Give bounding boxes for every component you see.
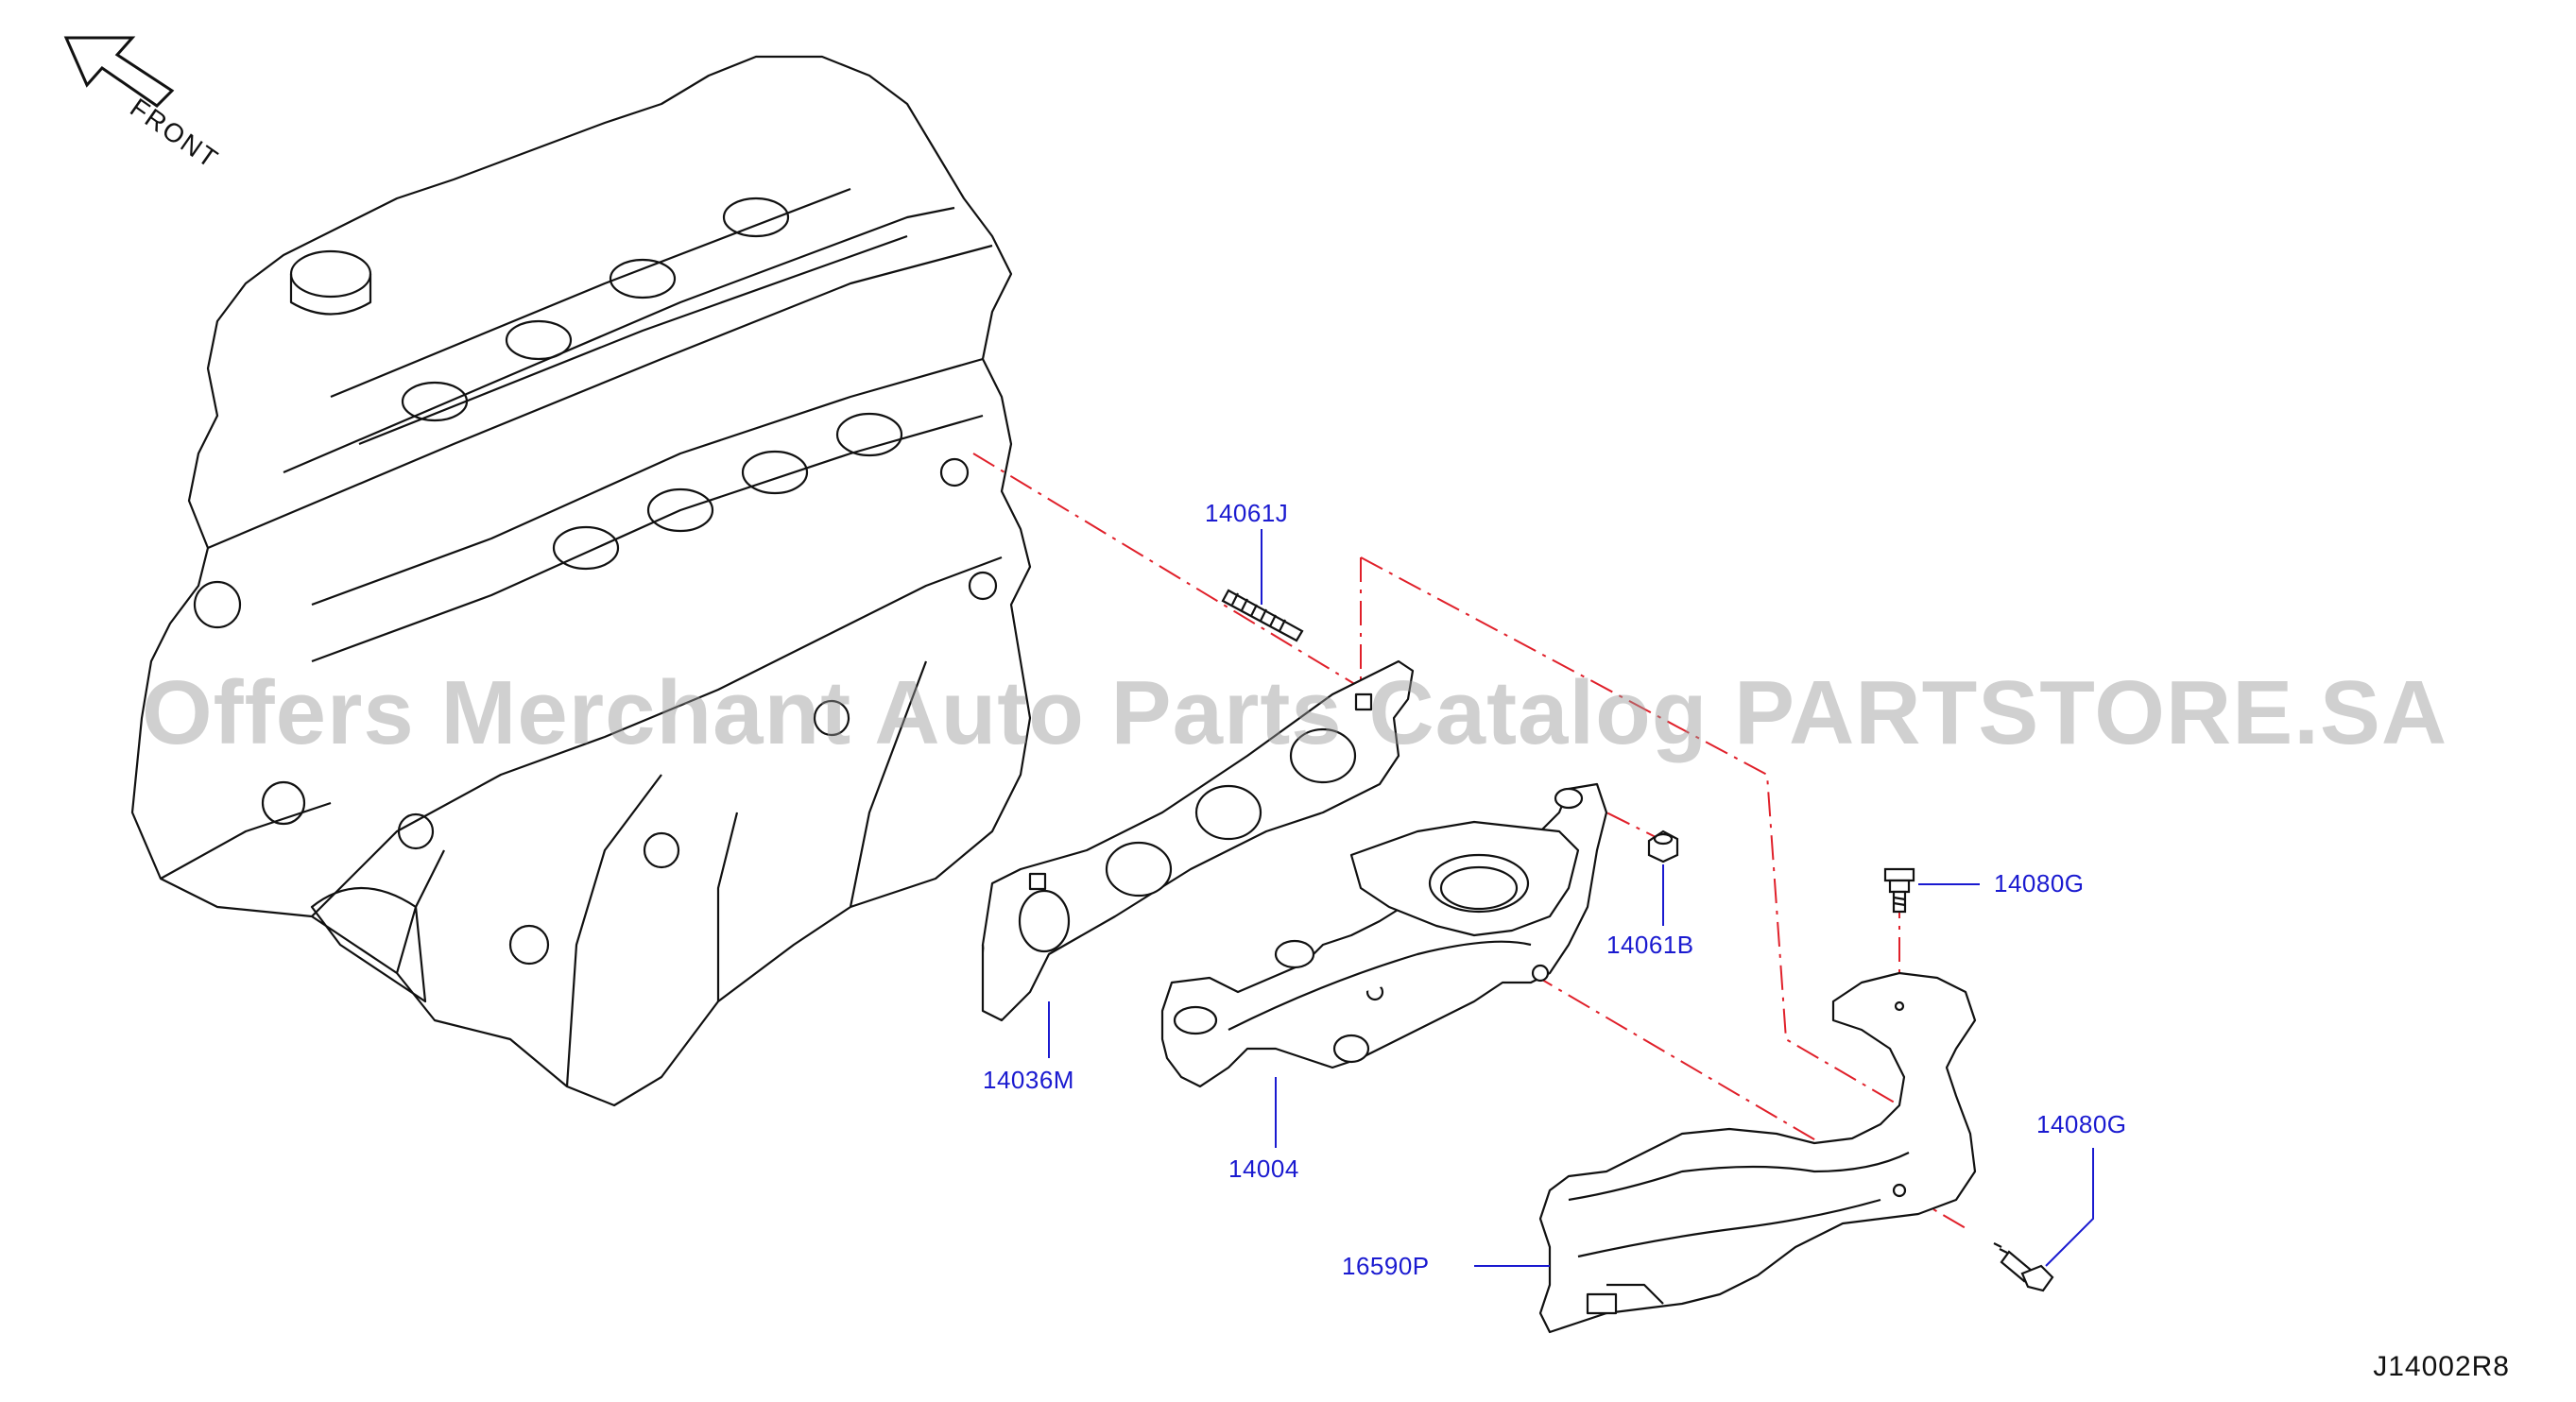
front-arrow-icon xyxy=(63,36,175,108)
leader-lines xyxy=(1048,529,2094,1267)
engine-block xyxy=(130,55,1032,1107)
diagram-code: J14002R8 xyxy=(2373,1351,2510,1382)
part-label-14080g-upper[interactable]: 14080G xyxy=(1994,869,2085,898)
stud-14061j[interactable] xyxy=(1221,589,1304,642)
part-label-16590p[interactable]: 16590P xyxy=(1342,1252,1430,1280)
nut-14061b[interactable] xyxy=(1647,829,1679,863)
exhaust-manifold-14004[interactable] xyxy=(1160,782,1608,1088)
watermark-text: Offers Merchant Auto Parts Catalog PARTS… xyxy=(142,662,2448,763)
part-label-14004[interactable]: 14004 xyxy=(1228,1154,1299,1183)
part-label-14061j[interactable]: 14061J xyxy=(1205,499,1289,527)
gasket-14036m[interactable] xyxy=(981,659,1415,1022)
bolt-14080g-lower[interactable] xyxy=(1993,1242,2054,1292)
heat-insulator-16590p[interactable] xyxy=(1538,971,1977,1334)
part-label-14036m[interactable]: 14036M xyxy=(983,1066,1074,1094)
bolt-14080g-upper[interactable] xyxy=(1883,867,1915,914)
part-label-14061b[interactable]: 14061B xyxy=(1606,931,1694,959)
part-label-14080g-lower[interactable]: 14080G xyxy=(2036,1110,2127,1138)
